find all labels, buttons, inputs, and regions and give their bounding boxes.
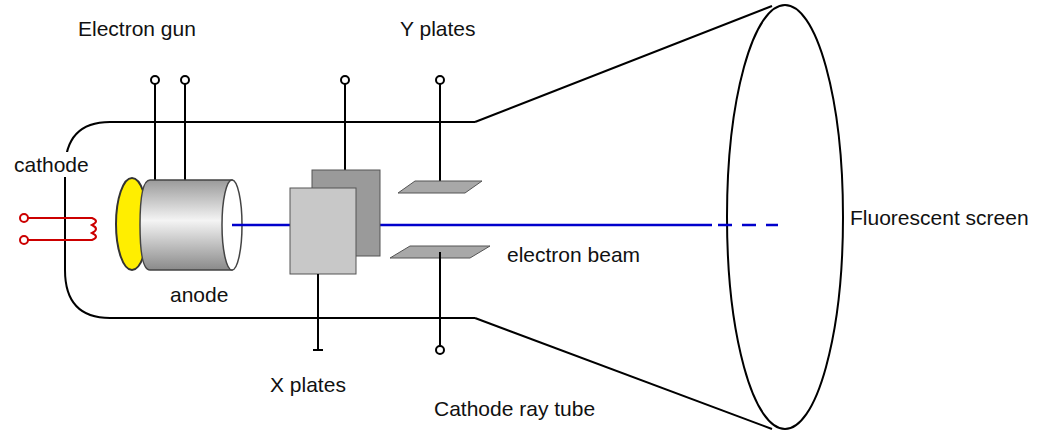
wire [317,274,319,350]
heater-wire [28,218,96,240]
part-label: electron beam [505,242,642,267]
wire [154,84,156,182]
wire [344,84,346,170]
wire [439,84,441,187]
wire [439,252,441,346]
part-label: Y plates [398,16,478,41]
terminal [151,76,159,84]
wire [313,349,323,351]
tube-cone [475,6,772,122]
wire [184,84,186,182]
x-plate [290,188,356,274]
electron-beam [718,224,778,227]
part-label: Fluorescent screen [848,205,1031,230]
part-label: anode [168,282,230,307]
anode-cylinder [140,180,232,270]
terminal [181,76,189,84]
terminal [436,76,444,84]
terminal [20,236,28,244]
part-label: X plates [268,372,348,397]
terminal [436,346,444,354]
terminal [20,214,28,222]
fluorescent-screen [727,5,843,429]
part-label: Cathode ray tube [432,396,597,421]
part-label: cathode [12,152,91,177]
tube-neck [65,122,475,318]
part-label: Electron gun [76,16,198,41]
terminal [341,76,349,84]
y-plate [398,181,482,193]
